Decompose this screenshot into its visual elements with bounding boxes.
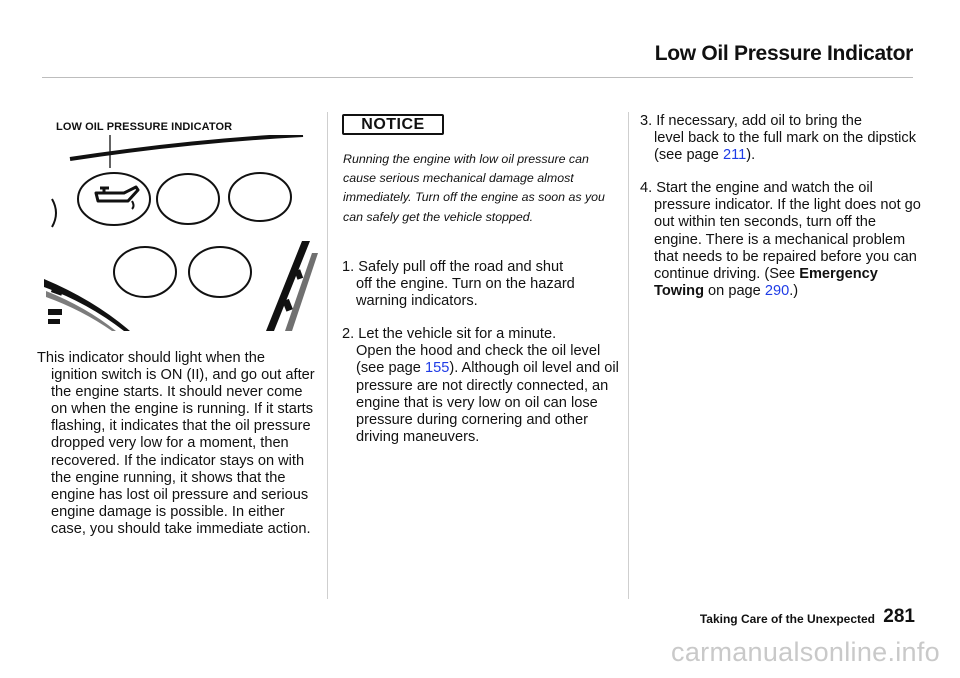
title-rule — [42, 77, 913, 78]
step-3-text-b: ). — [746, 147, 756, 164]
step-1-first-line: 1. Safely pull off the road and shut — [342, 259, 564, 275]
indicator-description-body: ignition switch is ON (II), and go out a… — [51, 367, 315, 537]
steps-list-right: 3. If necessary, add oil to bring the le… — [640, 113, 925, 316]
footer-section-title: Taking Care of the Unexpected — [699, 612, 875, 626]
page-link-211[interactable]: 211 — [722, 147, 747, 164]
step-4-text-b: on page — [703, 282, 765, 299]
notice-text: Running the engine with low oil pressure… — [343, 152, 605, 224]
emergency-towing-reference: Emergency Towing — [654, 265, 878, 299]
figure-label: LOW OIL PRESSURE INDICATOR — [56, 121, 233, 133]
step-4-text-c: .) — [789, 282, 799, 299]
list-item: 2. Let the vehicle sit for a minute. Ope… — [342, 326, 624, 446]
list-item: 1. Safely pull off the road and shut off… — [342, 259, 624, 310]
step-2-body: Open the hood and check the oil level (s… — [342, 343, 624, 446]
notice-badge: NOTICE — [342, 114, 444, 135]
page-link-290[interactable]: 290 — [764, 282, 790, 299]
step-4-text-a: pressure indicator. If the light does no… — [654, 197, 921, 282]
steps-list-middle: 1. Safely pull off the road and shut off… — [342, 259, 624, 462]
step-2-text-b: ). Although oil level and oil pressure a… — [356, 360, 619, 445]
page-title: Low Oil Pressure Indicator — [654, 42, 914, 65]
step-1-body: off the engine. Turn on the hazard warni… — [356, 276, 575, 310]
indicator-description: This indicator should light when the ign… — [37, 350, 322, 538]
column-divider-right — [628, 112, 629, 599]
instrument-cluster-illustration — [44, 135, 318, 331]
step-4-first-line: 4. Start the engine and watch the oil — [640, 180, 873, 197]
indicator-description-first-line: This indicator should light when the — [37, 350, 265, 366]
list-item: 4. Start the engine and watch the oil pr… — [640, 180, 925, 300]
step-4-body: pressure indicator. If the light does no… — [640, 197, 925, 300]
column-divider-left — [327, 112, 328, 599]
page-number: 281 — [883, 606, 915, 627]
list-item: 3. If necessary, add oil to bring the le… — [640, 113, 925, 164]
step-2-first-line: 2. Let the vehicle sit for a minute. — [342, 326, 557, 343]
step-3-first-line: 3. If necessary, add oil to bring the — [640, 113, 863, 129]
watermark: carmanualsonline.info — [671, 637, 940, 667]
step-3-text-a: level back to the full mark on the dipst… — [654, 130, 917, 164]
step-2-text-a: Open the hood and check the oil level (s… — [356, 343, 601, 377]
oil-can-icon — [94, 185, 140, 210]
page-link-155[interactable]: 155 — [424, 360, 450, 377]
step-3-body: level back to the full mark on the dipst… — [640, 130, 925, 164]
